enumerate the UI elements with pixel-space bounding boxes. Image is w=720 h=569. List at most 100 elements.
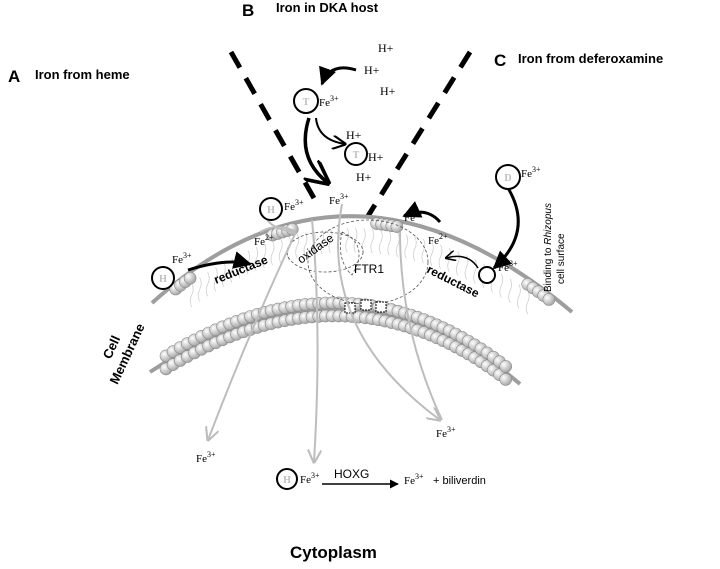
panel-b-heading: B Iron in DKA host [242, 0, 379, 20]
deferoxamine-binding-arrow [492, 187, 520, 270]
proton-arrow-to-transferrin [319, 65, 357, 86]
separator-left [228, 50, 318, 202]
separator-right [365, 50, 473, 218]
heme-left-letter: H [159, 274, 167, 285]
cell-membrane [148, 214, 574, 386]
lipid-tail [430, 241, 434, 266]
gray-arrow-to-left-fe [208, 231, 297, 440]
lipid-tail [447, 247, 452, 273]
fe3-cytoplasm-left: Fe3+ [196, 450, 216, 465]
binding-line1: Binding to Rhizopus [543, 203, 554, 292]
heme-reductase-arrow [187, 251, 252, 272]
lipid-tail [320, 229, 324, 255]
carrier-heme-cytoplasm: H [276, 468, 298, 490]
gray-arrow-to-heme-oxygenase [312, 219, 318, 462]
proton-labels: H+ H+ H+ H+ H+ H+ [346, 41, 396, 184]
lipid-tail [421, 238, 426, 264]
carrier-heme-left: H [151, 266, 175, 290]
transferrin-top-letter: T [303, 97, 310, 108]
fe3-cytoplasm-right: Fe3+ [436, 425, 456, 440]
carrier-transferrin-free: T [344, 142, 368, 166]
carrier-deferoxamine: D [495, 164, 521, 190]
h-plus-6: H+ [356, 170, 372, 184]
lipid-tail [404, 234, 409, 259]
lipid-head [183, 271, 197, 285]
panel-separators [228, 50, 473, 218]
lipid-tail [303, 232, 308, 257]
lipid-tail [270, 240, 275, 266]
carrier-transferrin-top: T [293, 88, 319, 114]
lipid-tail [362, 228, 366, 253]
lipid-tail [412, 236, 417, 261]
cell-membrane-label: Cell Membrane [100, 321, 148, 386]
fe3-transferrin: Fe3+ [319, 94, 339, 109]
black-arrows [187, 65, 520, 489]
transferrin-iron-arrow [305, 117, 328, 183]
panel-c-letter: C [494, 51, 506, 70]
binding-line2: cell surface [556, 233, 567, 284]
fe3-hoxg-product: Fe3+ [404, 472, 424, 487]
fe3-hoxg-substrate: Fe3+ [300, 471, 320, 486]
biliverdin-label: + biliverdin [433, 475, 486, 487]
lipid-tail [205, 272, 210, 297]
lipid-tail [455, 251, 460, 276]
lipid-tail [197, 277, 202, 302]
fe2-left: Fe2+ [254, 233, 274, 248]
h-plus-3: H+ [380, 84, 396, 98]
deferoxamine-reductase-arrow [446, 256, 479, 269]
gray-arrow-fe2-to-fe [399, 231, 443, 421]
binding-label: Binding to Rhizopus cell surface [543, 203, 567, 292]
lipid-tail [189, 282, 194, 308]
lipid-head-groups [159, 217, 556, 386]
hoxg-label: HOXG [334, 467, 369, 481]
panel-c-title: Iron from deferoxamine [518, 51, 663, 66]
lipid-tail [378, 229, 383, 255]
panel-b-letter: B [242, 1, 254, 20]
lipid-tail [395, 232, 400, 257]
lipid-tail [370, 229, 375, 254]
fe2-right: Fe2+ [428, 232, 448, 247]
lipid-tail [525, 290, 530, 315]
ftr1-inner-loop [339, 231, 360, 276]
panel-c-heading: C Iron from deferoxamine [494, 51, 663, 70]
lipid-tail [438, 244, 443, 269]
h-plus-4: H+ [346, 128, 362, 142]
reductase-right-label: reductase [425, 262, 482, 300]
lipid-tail [345, 228, 349, 253]
heme-cytoplasm-letter: H [283, 475, 291, 486]
lipid-tail [387, 231, 392, 256]
h-plus-1: H+ [378, 41, 394, 55]
fe3-released: Fe3+ [329, 192, 349, 207]
carrier-deferoxamine-bound [478, 266, 496, 284]
panel-a-title: Iron from heme [35, 67, 130, 82]
lipid-head [390, 220, 404, 233]
fe2-transporter: Fe2+ [404, 209, 424, 224]
lipid-tail [517, 284, 521, 309]
deferoxamine-letter: D [504, 173, 511, 184]
ftr1-label: FTR1 [354, 262, 384, 276]
panel-b-title: Iron in DKA host [276, 0, 379, 15]
lipid-tail [499, 273, 504, 298]
fe3-heme-top: Fe3+ [284, 198, 304, 213]
transferrin-release-arrow [315, 117, 345, 144]
lipid-head [499, 360, 513, 373]
fe3-heme-left: Fe3+ [172, 251, 192, 266]
iron-labels: Fe3+ Fe2+ Fe3+ Fe3+ Fe3+ Fe2+ Fe2+ Fe3+ … [172, 94, 541, 487]
panel-a-letter: A [8, 67, 20, 86]
lipid-tail [221, 262, 226, 287]
transferrin-free-letter: T [353, 150, 360, 161]
lipid-tail [262, 243, 267, 269]
lipid-head [499, 373, 513, 386]
oxidase-region [286, 231, 364, 273]
fe2-to-transporter-arrow [402, 201, 442, 224]
fe3-bound: Fe3+ [498, 259, 518, 274]
fe3-deferoxamine: Fe3+ [521, 165, 541, 180]
h-plus-5: H+ [368, 150, 384, 164]
carrier-heme-top: H [259, 197, 283, 221]
lipid-tail [254, 246, 259, 272]
cytoplasm-label: Cytoplasm [290, 543, 377, 562]
gray-arrow-ftr1-to-fe [337, 203, 440, 420]
lipid-tail [278, 238, 283, 263]
lipid-tail [508, 278, 512, 303]
